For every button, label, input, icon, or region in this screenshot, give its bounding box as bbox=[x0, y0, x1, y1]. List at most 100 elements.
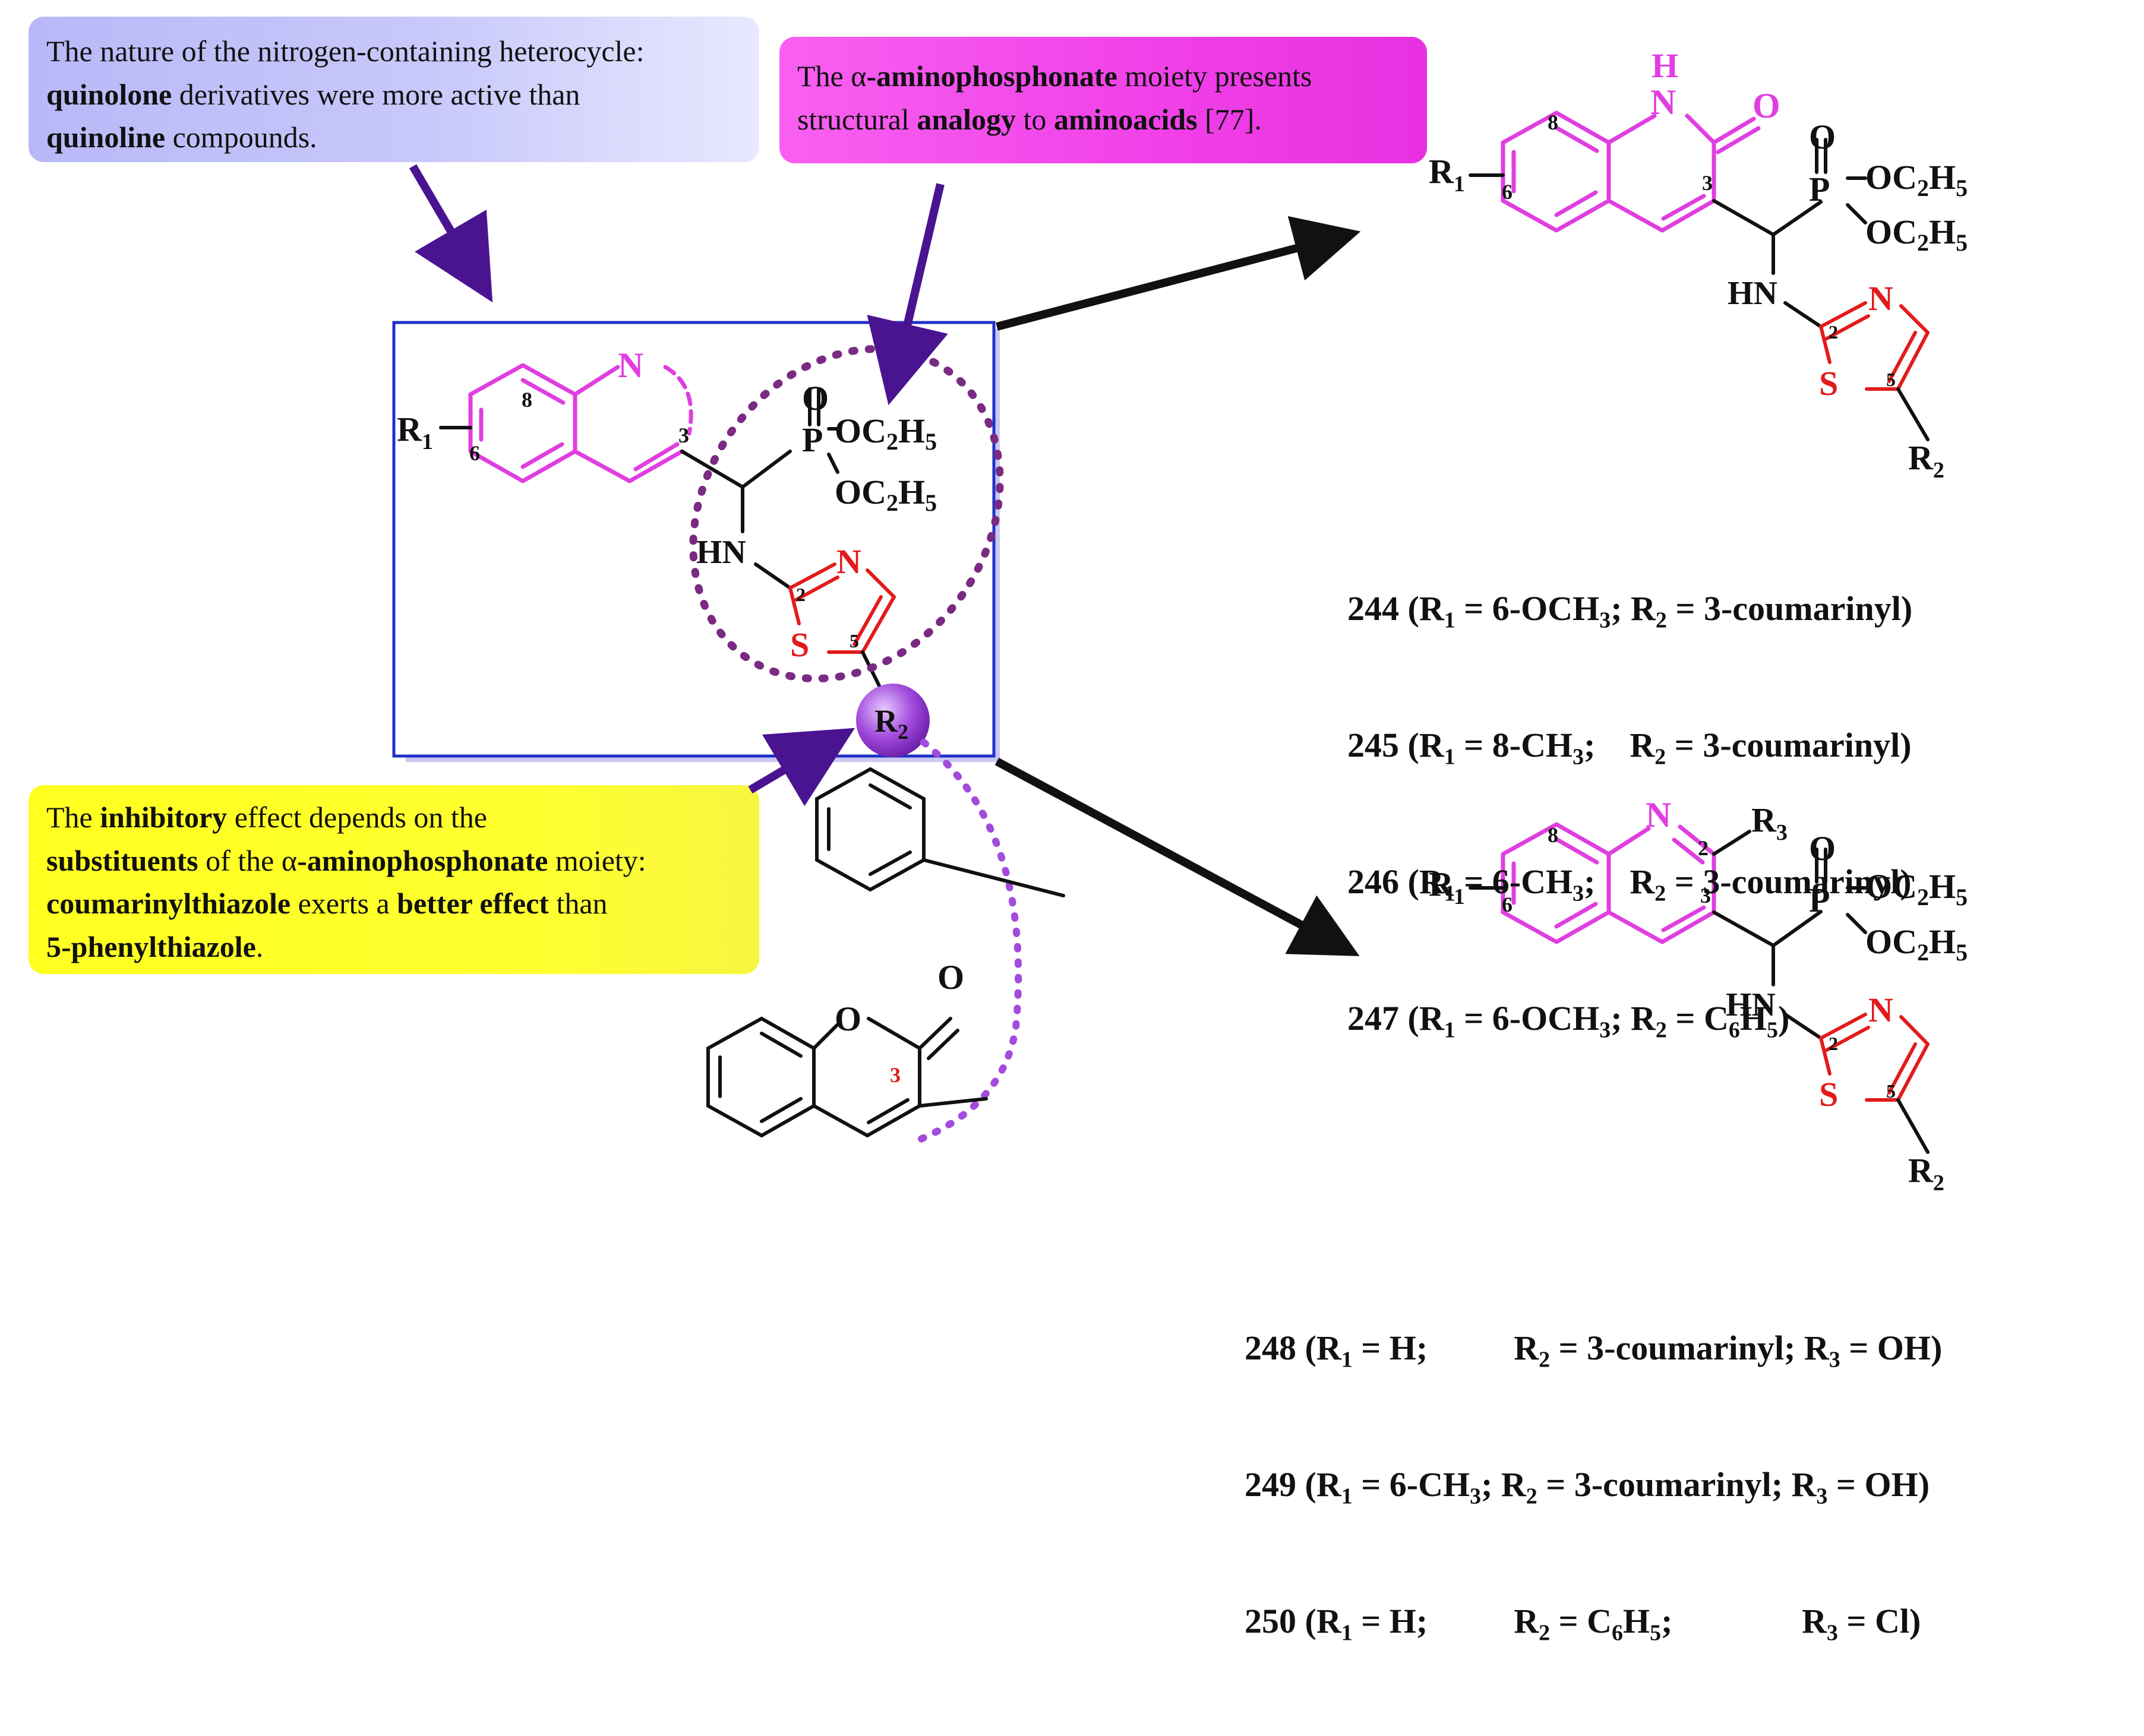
note-inh-better-effect: better effect bbox=[397, 887, 549, 920]
quinoline-pos8-label: 8 bbox=[1548, 823, 1558, 847]
compound-list-bottom: 248 (R1 = H; R2 = 3-coumarinyl; R3 = OH)… bbox=[1245, 1238, 1942, 1736]
core-thiazole bbox=[788, 562, 896, 654]
core-s-label: S bbox=[790, 625, 809, 664]
core-bonds bbox=[439, 387, 839, 590]
arrow-inhibitory-note bbox=[748, 728, 855, 807]
note-inhibitory: The inhibitory effect depends on the sub… bbox=[29, 785, 759, 974]
quinoline-o-label: O bbox=[1809, 829, 1836, 868]
quinolone-o-label: O bbox=[1809, 118, 1836, 156]
compound-row: 250 (R1 = H; R2 = C6H5; R3 = Cl) bbox=[1245, 1601, 1921, 1646]
quinolone-pos6-label: 6 bbox=[1502, 180, 1513, 204]
note-inh-alpha: α bbox=[281, 843, 298, 877]
core-hn-label: HN bbox=[696, 534, 746, 571]
quinoline-r2-label: R2 bbox=[1908, 1151, 1944, 1196]
quinolone-pos5-label: 5 bbox=[1886, 369, 1896, 390]
core-pos8-label: 8 bbox=[522, 388, 532, 412]
quinoline-p-label: P bbox=[1809, 881, 1830, 919]
core-n-label: N bbox=[618, 346, 643, 385]
r2-highlight-ball bbox=[856, 684, 930, 757]
coumarin-substituent bbox=[706, 1016, 988, 1138]
core-o-label: O bbox=[802, 379, 829, 418]
quinolone-oc2h5-1: OC2H5 bbox=[1865, 158, 1968, 201]
note-inh-of: of the bbox=[198, 843, 282, 877]
quinolone-structure bbox=[1469, 110, 1930, 441]
core-structure bbox=[439, 363, 896, 700]
note-amino-moiety: moiety presents bbox=[1117, 59, 1312, 93]
note-heterocycle-line3: compounds. bbox=[165, 121, 317, 154]
note-amino-aminoacids: aminoacids bbox=[1053, 102, 1198, 136]
quinoline-thz-pos5-label: 5 bbox=[1886, 1080, 1896, 1102]
note-amino-analogy: analogy bbox=[917, 102, 1016, 136]
arrow-to-quinoline-series bbox=[994, 757, 1360, 956]
note-inh-the: The bbox=[46, 801, 100, 834]
quinoline-bonds bbox=[1469, 830, 1867, 1040]
compound-row: 246 (R1 = 6-CH3; R2 = 3-coumarinyl) bbox=[1347, 862, 1912, 906]
note-inh-exerts: exerts a bbox=[291, 887, 397, 920]
quinolone-p-label: P bbox=[1809, 170, 1830, 208]
note-inh-than: than bbox=[548, 887, 608, 920]
coumarin-pos3-label: 3 bbox=[890, 1063, 901, 1087]
note-inh-aminophosphonate: -aminophosphonate bbox=[297, 843, 548, 877]
note-heterocycle: The nature of the nitrogen-containing he… bbox=[29, 17, 759, 162]
note-heterocycle-line1: The nature of the nitrogen-containing he… bbox=[46, 34, 645, 68]
quinoline-r1-label: R1 bbox=[1429, 865, 1465, 909]
r2-substituent-dotted-arc bbox=[914, 739, 1022, 1144]
coumarin-benzo-ring bbox=[706, 1016, 816, 1138]
compound-row: 245 (R1 = 8-CH3; R2 = 3-coumarinyl) bbox=[1347, 726, 1912, 770]
note-inh-phenylthiazole: 5-phenylthiazole bbox=[46, 929, 256, 963]
quinoline-structure bbox=[1469, 822, 1930, 1154]
quinoline-thz-pos2-label: 2 bbox=[1829, 1033, 1838, 1054]
core-quinoline-ring bbox=[468, 363, 693, 483]
phenyl-substituent bbox=[815, 767, 1065, 897]
core-c8a-n-bond bbox=[573, 365, 620, 397]
quinolone-n-label: N bbox=[1650, 83, 1676, 122]
note-amino-ref: [77]. bbox=[1197, 102, 1262, 136]
note-inh-coumarinylthiazole: coumarinylthiazole bbox=[46, 887, 291, 920]
note-heterocycle-line2: derivatives were more active than bbox=[172, 77, 580, 111]
quinolone-oc2h5-2: OC2H5 bbox=[1865, 213, 1968, 256]
quinolone-carbonyl-o-label: O bbox=[1753, 86, 1780, 125]
core-p-label: P bbox=[802, 420, 823, 459]
compound-row: 249 (R1 = 6-CH3; R2 = 3-coumarinyl; R3 =… bbox=[1245, 1465, 1930, 1509]
quinoline-r3-label: R3 bbox=[1751, 801, 1788, 845]
note-inh-period: . bbox=[255, 929, 264, 963]
quinolone-r1-label: R1 bbox=[1429, 152, 1465, 197]
quinoline-thiazole-n-label: N bbox=[1868, 991, 1893, 1029]
structures-canvas: N R1 6 8 3 P O OC2H5 OC2H5 HN N S 2 5 R2… bbox=[392, 46, 1968, 1196]
note-amino-alpha: α bbox=[851, 59, 867, 93]
core-oc2h5-2: OC2H5 bbox=[835, 473, 937, 516]
quinoline-pos3-label: 3 bbox=[1700, 884, 1711, 907]
quinolone-bonds bbox=[1469, 138, 1867, 328]
core-oc2h5-1: OC2H5 bbox=[835, 412, 937, 455]
coumarin-ring-o-label: O bbox=[835, 1000, 861, 1038]
quinolone-hn-label: HN bbox=[1728, 275, 1777, 312]
note-inh-line1: effect depends on the bbox=[227, 801, 487, 834]
compound-row: 248 (R1 = H; R2 = 3-coumarinyl; R3 = OH) bbox=[1245, 1329, 1943, 1373]
quinolone-h-label: H bbox=[1652, 46, 1678, 85]
note-inh-inhibitory: inhibitory bbox=[100, 801, 228, 834]
quinoline-rings bbox=[1501, 822, 1716, 944]
compound-list-top: 244 (R1 = 6-OCH3; R2 = 3-coumarinyl) 245… bbox=[1347, 499, 1912, 1133]
compound-row: 247 (R1 = 6-OCH3; R2 = C6H5) bbox=[1347, 998, 1790, 1043]
note-amino-to: to bbox=[1016, 102, 1054, 136]
core-pos3-label: 3 bbox=[678, 423, 689, 447]
coumarin-carbonyl-o-label: O bbox=[937, 958, 964, 997]
quinoline-s-label: S bbox=[1819, 1075, 1838, 1114]
quinoline-oc2h5-2: OC2H5 bbox=[1865, 922, 1968, 966]
quinolone-s-label: S bbox=[1819, 364, 1838, 403]
core-r2-label: R2 bbox=[874, 703, 908, 744]
core-pos2-label: 2 bbox=[796, 584, 806, 605]
quinoline-c5-r2-bond bbox=[1896, 1098, 1930, 1154]
atom-labels: N R1 6 8 3 P O OC2H5 OC2H5 HN N S 2 5 R2… bbox=[397, 46, 1968, 1196]
arrow-aminophosphonate-note bbox=[867, 183, 948, 406]
quinolone-pos8-label: 8 bbox=[1548, 110, 1558, 134]
phenyl-ring bbox=[815, 767, 926, 892]
quinoline-hn-label: HN bbox=[1726, 986, 1776, 1023]
note-inh-substituents: substituents bbox=[46, 843, 198, 877]
arrow-to-quinolone-series bbox=[996, 216, 1361, 331]
sar-figure: The nature of the nitrogen-containing he… bbox=[29, 17, 1968, 1645]
quinoline-pos6-label: 6 bbox=[1502, 893, 1513, 916]
note-amino-the: The bbox=[797, 59, 851, 93]
quinoline-oc2h5-1: OC2H5 bbox=[1865, 867, 1968, 910]
quinolone-pos2-label: 2 bbox=[1829, 321, 1838, 343]
